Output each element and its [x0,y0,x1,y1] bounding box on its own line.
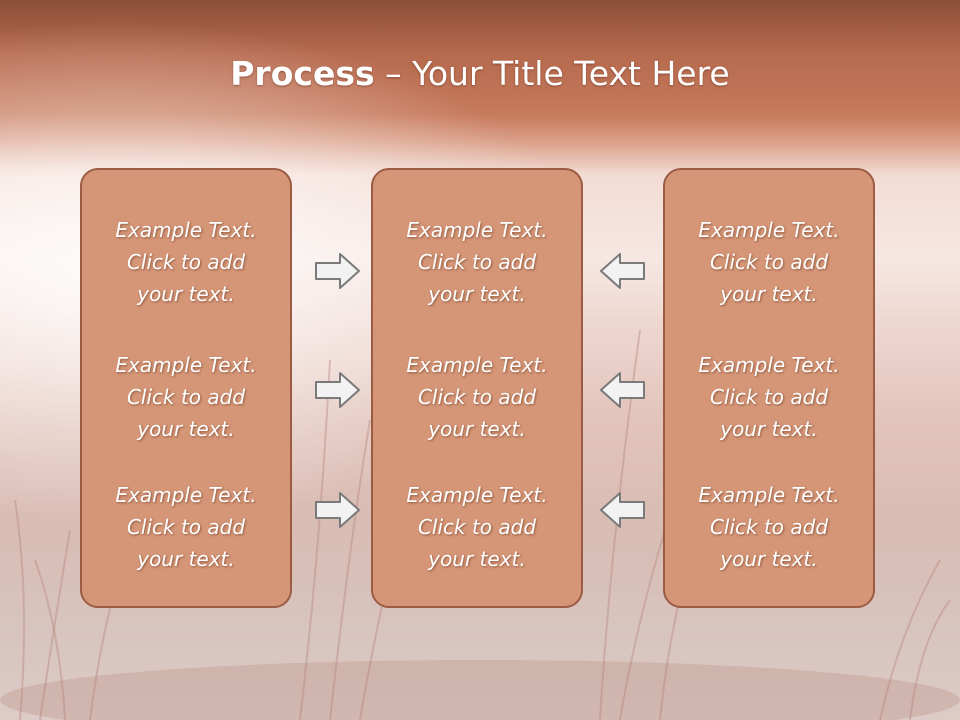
arrow-right-icon [315,253,360,289]
text-placeholder[interactable]: Example Text. Click to add your text. [82,349,290,445]
text-line: Example Text. [115,483,257,507]
text-placeholder[interactable]: Example Text. Click to add your text. [665,349,873,445]
title-bold-text: Process [230,54,375,93]
text-line: Click to add [126,515,246,539]
text-line: Click to add [709,515,829,539]
text-line: Example Text. [698,218,840,242]
process-box-left[interactable]: Example Text. Click to add your text. Ex… [80,168,292,608]
text-placeholder[interactable]: Example Text. Click to add your text. [82,479,290,575]
process-box-center[interactable]: Example Text. Click to add your text. Ex… [371,168,583,608]
text-line: Click to add [417,385,537,409]
text-line: Example Text. [406,483,548,507]
text-line: your text. [720,282,818,306]
text-line: Click to add [709,250,829,274]
text-placeholder[interactable]: Example Text. Click to add your text. [373,479,581,575]
arrow-left-icon [600,253,645,289]
text-line: Example Text. [406,218,548,242]
text-line: your text. [137,417,235,441]
text-line: your text. [720,547,818,571]
text-line: Click to add [417,515,537,539]
title-rest-text: – Your Title Text Here [374,54,730,93]
slide-title[interactable]: Process – Your Title Text Here [0,54,960,93]
text-line: your text. [137,282,235,306]
text-line: Click to add [126,385,246,409]
arrow-left-icon [600,492,645,528]
text-line: Click to add [417,250,537,274]
text-line: Click to add [126,250,246,274]
process-box-right[interactable]: Example Text. Click to add your text. Ex… [663,168,875,608]
text-line: your text. [720,417,818,441]
text-line: Example Text. [698,353,840,377]
text-placeholder[interactable]: Example Text. Click to add your text. [665,479,873,575]
text-line: your text. [428,282,526,306]
text-placeholder[interactable]: Example Text. Click to add your text. [373,349,581,445]
arrow-right-icon [315,492,360,528]
text-line: Click to add [709,385,829,409]
text-line: your text. [137,547,235,571]
text-line: Example Text. [698,483,840,507]
grass-background-image [0,329,960,720]
text-line: your text. [428,547,526,571]
text-line: Example Text. [115,218,257,242]
text-placeholder[interactable]: Example Text. Click to add your text. [373,214,581,310]
text-line: Example Text. [406,353,548,377]
arrow-right-icon [315,372,360,408]
text-line: Example Text. [115,353,257,377]
text-placeholder[interactable]: Example Text. Click to add your text. [665,214,873,310]
arrow-left-icon [600,372,645,408]
text-placeholder[interactable]: Example Text. Click to add your text. [82,214,290,310]
text-line: your text. [428,417,526,441]
